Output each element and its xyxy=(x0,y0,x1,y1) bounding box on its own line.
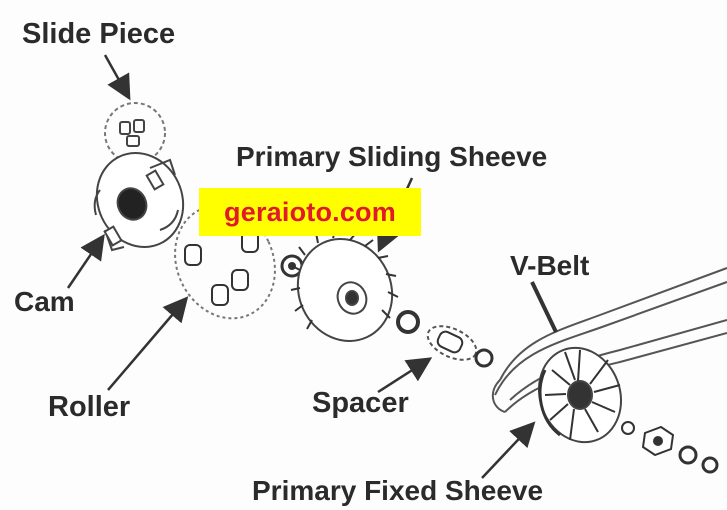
primary-sliding-sheeve-label: Primary Sliding Sheeve xyxy=(236,141,548,172)
v-belt-label: V-Belt xyxy=(510,250,590,281)
primary-fixed-sheeve-illustration xyxy=(537,346,623,444)
arrow-cam xyxy=(66,233,105,289)
arrow-slide-piece xyxy=(103,54,131,101)
arrow-fixed-sheeve xyxy=(481,421,536,479)
primary-fixed-sheeve-label: Primary Fixed Sheeve xyxy=(252,475,544,506)
slide-piece-illustration xyxy=(104,102,166,164)
roller-illustration xyxy=(174,204,276,320)
slide-piece-label: Slide Piece xyxy=(22,18,176,50)
primary-sliding-sheeve-illustration xyxy=(290,227,399,342)
arrow-roller xyxy=(107,296,189,391)
cam-illustration xyxy=(93,152,185,252)
arrow-v-belt xyxy=(530,281,558,333)
nut-washer-illustration xyxy=(621,421,719,474)
arrow-spacer xyxy=(377,357,433,394)
spacer-label: Spacer xyxy=(312,387,409,419)
spacer-illustration xyxy=(396,310,494,368)
roller-label: Roller xyxy=(48,391,131,423)
cam-label: Cam xyxy=(14,286,75,317)
watermark-badge: geraioto.com xyxy=(199,188,421,236)
